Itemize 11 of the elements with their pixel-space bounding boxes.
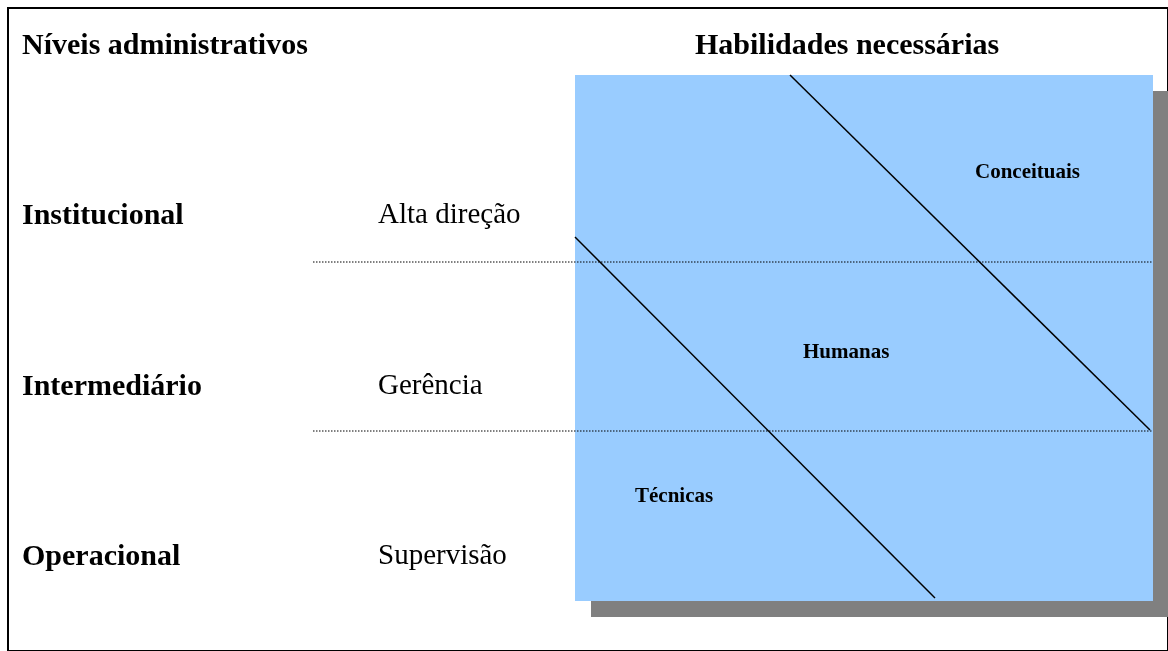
level-label: Operacional	[22, 539, 181, 570]
level-label: Institucional	[22, 198, 184, 229]
column-heading: Habilidades necessárias	[695, 28, 1000, 59]
skill-label: Humanas	[803, 341, 890, 363]
skill-label: Técnicas	[635, 485, 714, 507]
column-heading: Níveis administrativos	[22, 28, 308, 59]
level-description: Alta direção	[378, 199, 521, 229]
level-description: Gerência	[378, 370, 483, 400]
level-label: Intermediário	[22, 369, 202, 400]
level-description: Supervisão	[378, 540, 507, 570]
skill-label: Conceituais	[975, 161, 1080, 183]
